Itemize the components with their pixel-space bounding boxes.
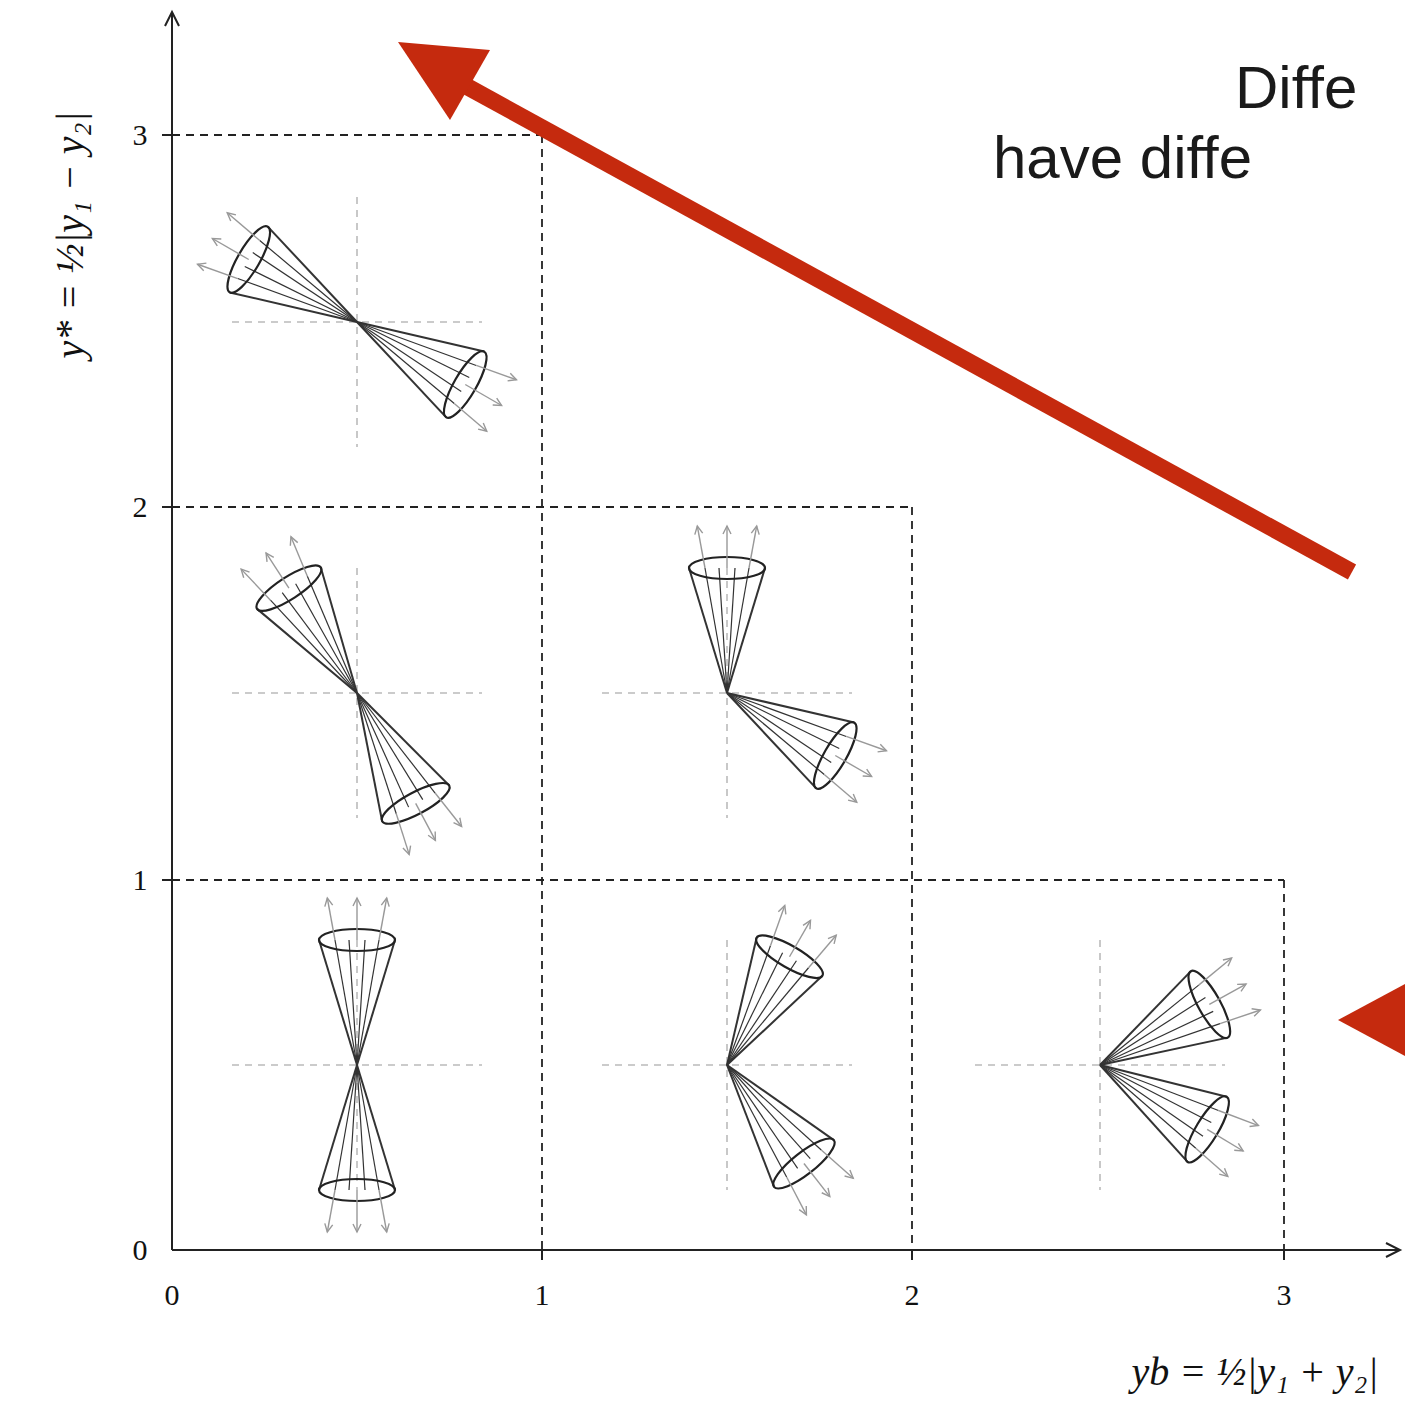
jet-cone xyxy=(319,1065,395,1232)
tick-label: 2 xyxy=(905,1280,920,1310)
axis-title: yb = ½|y₁ + y₂| xyxy=(1131,1352,1378,1392)
jet-cone xyxy=(241,537,357,693)
jet-cone xyxy=(727,693,886,802)
jet-cone xyxy=(689,526,765,693)
axis-title: y* = ½|y₁ − y₂| xyxy=(50,111,90,358)
jet-cones xyxy=(198,197,1261,1232)
tick-label: 3 xyxy=(1277,1280,1292,1310)
tick-label: 0 xyxy=(165,1280,180,1310)
jet-cone xyxy=(357,322,516,431)
red-arrows xyxy=(398,42,1405,1056)
tick-label: 1 xyxy=(535,1280,550,1310)
jet-cone xyxy=(1100,958,1260,1065)
tick-label: 0 xyxy=(133,1235,148,1265)
tick-label: 1 xyxy=(133,865,148,895)
jet-cone xyxy=(727,1065,853,1215)
jet-cone xyxy=(357,693,462,854)
callout-text: have diffe xyxy=(993,128,1252,188)
jet-cone xyxy=(1100,1065,1258,1176)
grid-lines xyxy=(162,12,1400,1260)
jet-cone xyxy=(319,898,395,1065)
jet-cone xyxy=(198,213,357,322)
tick-label: 2 xyxy=(133,492,148,522)
tick-label: 3 xyxy=(133,120,148,150)
callout-text: Diffe xyxy=(1235,58,1357,118)
jet-cone xyxy=(727,906,836,1065)
